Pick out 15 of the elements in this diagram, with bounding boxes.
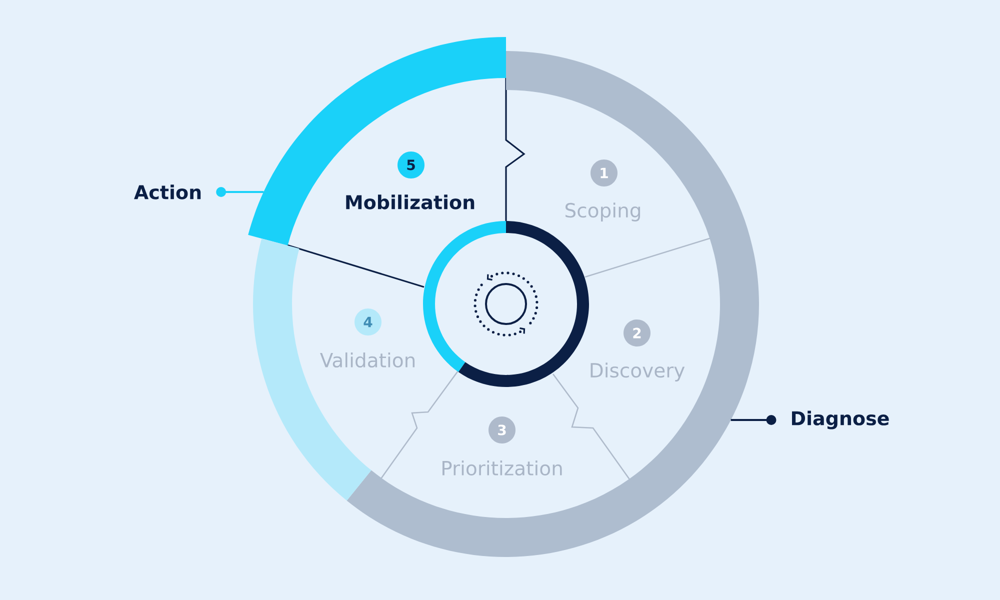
- number-badge: 3: [488, 416, 516, 444]
- number-badge: 1: [590, 160, 618, 186]
- step-label: Prioritization: [442, 460, 562, 476]
- arc-band: [248, 37, 506, 246]
- step-label: Validation: [320, 352, 415, 368]
- phase-label: Diagnose: [792, 410, 889, 430]
- step-label: Mobilization: [346, 194, 474, 210]
- leader-line: [216, 187, 264, 197]
- phase-label: Action: [134, 184, 201, 200]
- number-badge: 4: [354, 308, 382, 336]
- step-label: Scoping: [566, 202, 640, 222]
- number-badge: 2: [624, 320, 650, 346]
- number-badge: 5: [398, 152, 424, 178]
- leader-line: [730, 415, 776, 425]
- step-label: Discovery: [590, 362, 685, 382]
